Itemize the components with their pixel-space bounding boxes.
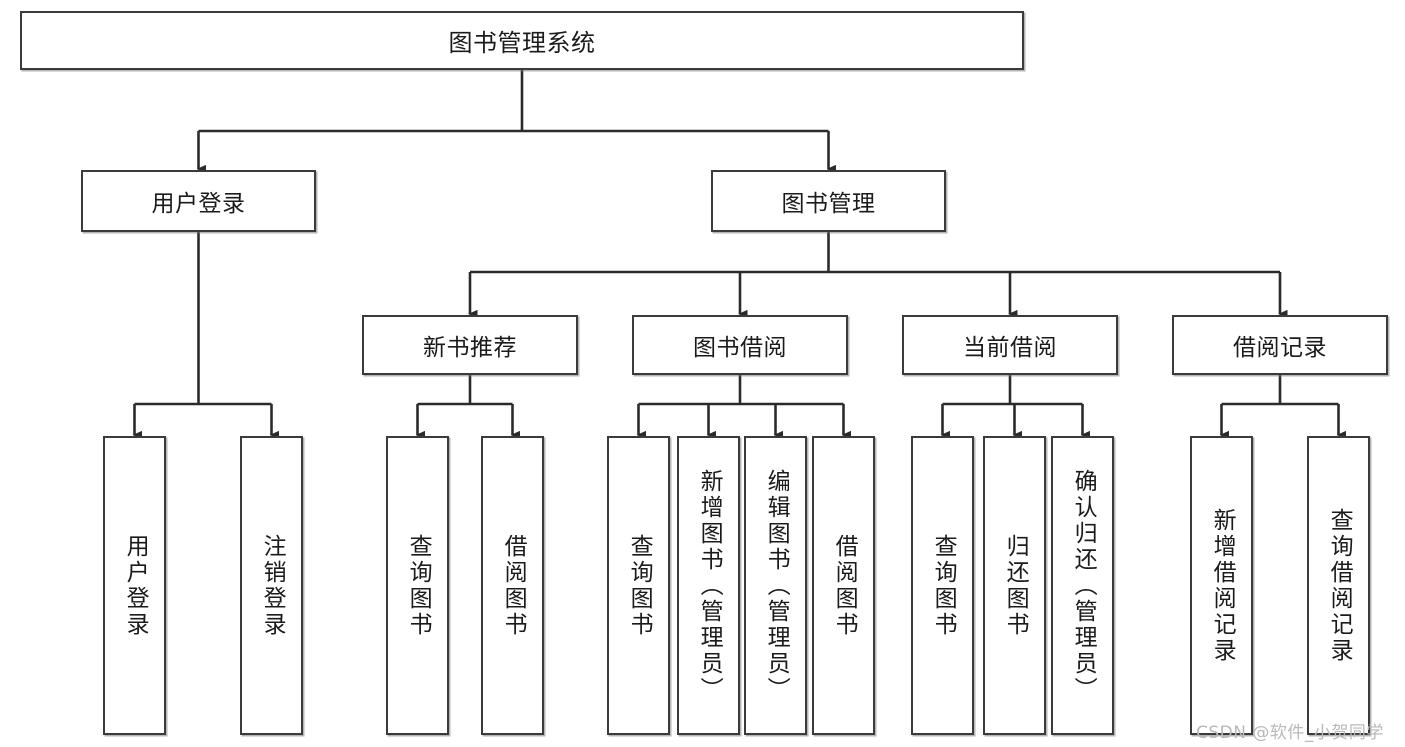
node-leaf-query-book-borrow[interactable]: 查询图书 <box>607 436 670 735</box>
node-leaf-add-borrow-record[interactable]: 新增借阅记录 <box>1190 436 1253 735</box>
node-leaf-query-book-current[interactable]: 查询图书 <box>911 436 974 735</box>
connector-group <box>132 70 1347 440</box>
node-label-leaf-logout-login: 注销登录 <box>259 533 286 638</box>
node-borrow-record[interactable]: 借阅记录 <box>1172 315 1388 375</box>
node-label-book-manage: 图书管理 <box>781 191 876 217</box>
node-label-leaf-borrow-book-recommend: 借阅图书 <box>500 533 527 638</box>
node-label-current-borrow: 当前借阅 <box>963 335 1057 361</box>
node-label-leaf-edit-book-admin: 编辑图书（管理员） <box>763 468 790 703</box>
node-root[interactable]: 图书管理系统 <box>20 11 1024 70</box>
node-leaf-confirm-return-admin[interactable]: 确认归还（管理员） <box>1051 436 1114 735</box>
node-leaf-borrow-book[interactable]: 借阅图书 <box>812 436 875 735</box>
node-label-borrow-record: 借阅记录 <box>1233 335 1327 361</box>
node-current-borrow[interactable]: 当前借阅 <box>902 315 1118 375</box>
node-label-book-borrow: 图书借阅 <box>693 335 787 361</box>
node-label-user-login: 用户登录 <box>151 191 246 217</box>
node-label-leaf-user-login: 用户登录 <box>122 533 149 638</box>
node-leaf-borrow-book-recommend[interactable]: 借阅图书 <box>481 436 544 735</box>
node-leaf-query-book-recommend[interactable]: 查询图书 <box>386 436 449 735</box>
node-user-login[interactable]: 用户登录 <box>81 170 316 232</box>
node-leaf-add-book-admin[interactable]: 新增图书（管理员） <box>677 436 740 735</box>
node-leaf-query-borrow-record[interactable]: 查询借阅记录 <box>1307 436 1370 735</box>
node-leaf-user-login[interactable]: 用户登录 <box>103 436 166 735</box>
node-label-root: 图书管理系统 <box>448 29 596 57</box>
node-new-book-recommend[interactable]: 新书推荐 <box>362 315 578 375</box>
node-label-leaf-query-borrow-record: 查询借阅记录 <box>1326 507 1353 664</box>
csdn-watermark: CSDN @软件_小贺同学 <box>1196 723 1384 743</box>
node-label-leaf-confirm-return-admin: 确认归还（管理员） <box>1070 468 1097 703</box>
node-label-leaf-add-borrow-record: 新增借阅记录 <box>1209 507 1236 664</box>
node-label-leaf-borrow-book: 借阅图书 <box>831 533 858 638</box>
node-book-manage[interactable]: 图书管理 <box>711 170 946 232</box>
node-leaf-edit-book-admin[interactable]: 编辑图书（管理员） <box>744 436 807 735</box>
node-book-borrow[interactable]: 图书借阅 <box>632 315 848 375</box>
node-label-leaf-return-book: 归还图书 <box>1002 533 1029 638</box>
node-label-leaf-query-book-recommend: 查询图书 <box>405 533 432 638</box>
node-label-new-book-recommend: 新书推荐 <box>423 335 517 361</box>
node-label-leaf-query-book-borrow: 查询图书 <box>626 533 653 638</box>
node-leaf-return-book[interactable]: 归还图书 <box>983 436 1046 735</box>
node-leaf-logout-login[interactable]: 注销登录 <box>240 436 303 735</box>
node-label-leaf-query-book-current: 查询图书 <box>930 533 957 638</box>
node-label-leaf-add-book-admin: 新增图书（管理员） <box>696 468 723 703</box>
